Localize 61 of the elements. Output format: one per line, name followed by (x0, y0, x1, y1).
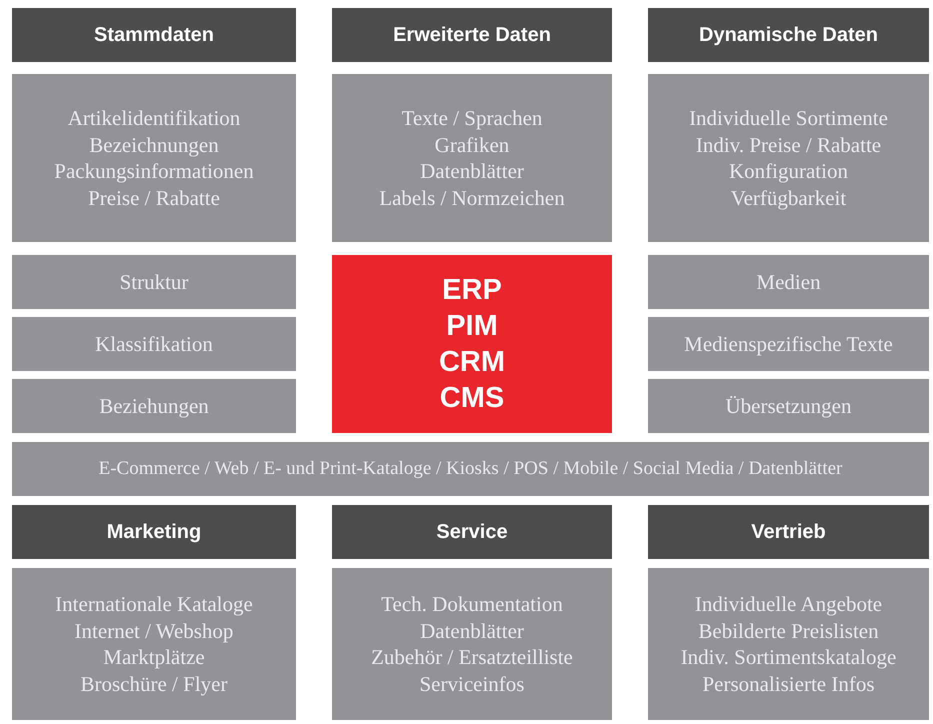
box-text: CRM (438, 345, 506, 380)
box-text: Klassifikation (95, 330, 213, 358)
box-text: Bebilderte Preislisten (698, 618, 879, 644)
box-text: E-Commerce / Web / E- und Print-Kataloge / Kiosks / POS / Mobile / Social Media / Datenblätter (98, 456, 842, 481)
section-heading: Erweiterte Daten (393, 22, 551, 48)
box-text: Tech. Dokumentation (381, 591, 563, 618)
box-text: Konfiguration (729, 158, 848, 184)
box-text: Bezeichnungen (89, 132, 219, 158)
box-text: Preise / Rabatte (88, 184, 220, 211)
content-box (648, 255, 929, 309)
header-box (332, 8, 612, 62)
box-text: Indiv. Sortimentskataloge (680, 644, 896, 670)
box-text: Personalisierte Infos (702, 670, 875, 697)
header-box (648, 505, 929, 559)
header-box (332, 505, 612, 559)
box-text: Serviceinfos (420, 670, 524, 697)
box-text: PIM (446, 309, 498, 344)
box-text: Individuelle Sortimente (689, 105, 888, 132)
highlight-box (332, 255, 612, 433)
box-text: Broschüre / Flyer (80, 670, 228, 697)
box-text: Übersetzungen (726, 392, 852, 420)
box-text: Medienspezifische Texte (684, 330, 893, 358)
box-text: Struktur (120, 268, 188, 296)
box-text: Datenblätter (420, 618, 524, 644)
box-text: Verfügbarkeit (730, 184, 846, 211)
box-text: Packungsinformationen (54, 158, 254, 184)
section-heading: Service (436, 520, 508, 545)
box-text: Internet / Webshop (74, 618, 234, 644)
box-text: Texte / Sprachen (402, 105, 542, 132)
content-box (12, 255, 296, 309)
content-box (332, 74, 612, 242)
box-text: Medien (756, 268, 821, 296)
box-text: Artikelidentifikation (68, 105, 240, 132)
content-box (12, 317, 296, 371)
box-text: Datenblätter (420, 158, 524, 184)
box-text: Internationale Kataloge (55, 591, 253, 618)
content-box (648, 317, 929, 371)
section-heading: Vertrieb (751, 520, 826, 545)
content-box (12, 568, 296, 720)
box-text: Beziehungen (99, 392, 209, 420)
section-heading: Dynamische Daten (699, 22, 878, 48)
content-box (648, 568, 929, 720)
box-text: Labels / Normzeichen (379, 184, 565, 211)
content-box (648, 379, 929, 433)
section-heading: Marketing (106, 520, 202, 545)
box-text: Zubehör / Ersatzteilliste (371, 644, 573, 670)
content-box (12, 379, 296, 433)
header-box (12, 505, 296, 559)
box-text: Individuelle Angebote (694, 591, 882, 618)
content-box (648, 74, 929, 242)
content-box (332, 568, 612, 720)
header-box (648, 8, 929, 62)
channel-banner (12, 442, 929, 496)
box-text: Indiv. Preise / Rabatte (696, 132, 882, 158)
box-text: Grafiken (434, 132, 510, 158)
header-box (12, 8, 296, 62)
box-text: ERP (442, 273, 502, 308)
section-heading: Stammdaten (94, 22, 214, 48)
content-box (12, 74, 296, 242)
box-text: Marktplätze (103, 644, 205, 670)
box-text: CMS (440, 381, 504, 416)
